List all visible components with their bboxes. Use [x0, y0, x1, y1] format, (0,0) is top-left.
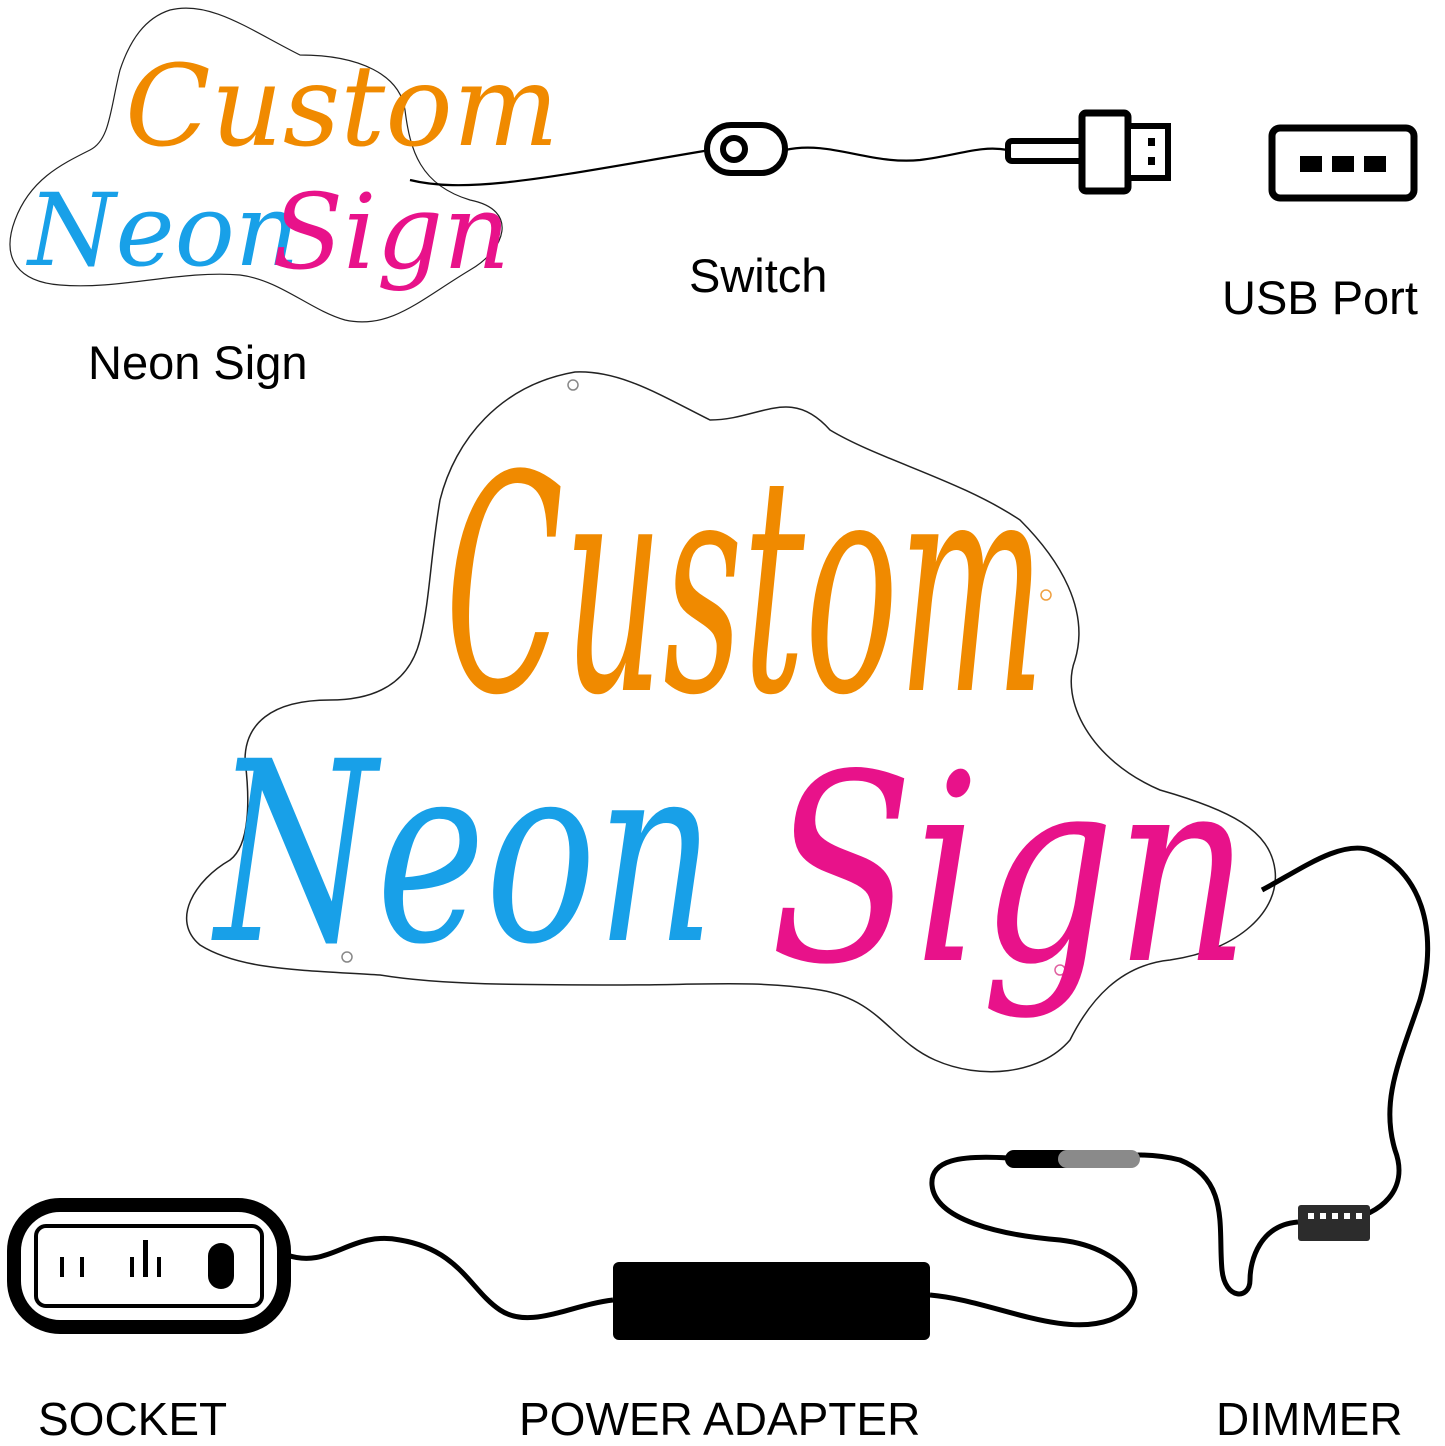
- top-cable: [409, 146, 1009, 187]
- power-adapter-icon: [613, 1262, 930, 1340]
- large-sign-word-neon: Neon: [211, 708, 715, 999]
- switch-label: Switch: [689, 249, 828, 302]
- switch-icon: [704, 122, 788, 176]
- socket-to-adapter-cable: [286, 1235, 614, 1321]
- small-sign-word-sign: Sign: [272, 171, 510, 293]
- mount-hole: [341, 951, 353, 963]
- neon-sign-label: Neon Sign: [88, 336, 308, 389]
- small-neon-sign: Custom Neon Sign: [9, 7, 559, 323]
- dimmer-icon: [1298, 1205, 1370, 1241]
- usb-port-label: USB Port: [1222, 271, 1418, 324]
- dimmer-label: DIMMER: [1216, 1393, 1403, 1445]
- sign-to-dimmer-cable: [1260, 845, 1431, 1223]
- small-sign-backing: [9, 7, 503, 323]
- mount-hole: [1054, 964, 1066, 976]
- large-sign-backing: [185, 371, 1277, 1073]
- socket-icon: [7, 1198, 291, 1334]
- large-sign-word-sign: Sign: [770, 720, 1250, 1022]
- adapter-to-dimmer-cable: [929, 1154, 1138, 1328]
- large-sign-word-custom: Custom: [445, 412, 1045, 761]
- small-sign-word-neon: Neon: [26, 172, 299, 289]
- large-neon-sign: Custom Neon Sign: [185, 371, 1277, 1073]
- mount-hole: [1040, 589, 1052, 601]
- usb-port-icon: [1268, 124, 1418, 202]
- mount-hole: [567, 379, 579, 391]
- usb-plug-icon: [1005, 109, 1171, 195]
- power-adapter-label: POWER ADAPTER: [519, 1393, 921, 1445]
- small-sign-word-custom: Custom: [125, 42, 559, 172]
- dimmer-cable: [1074, 1152, 1299, 1297]
- socket-label: SOCKET: [38, 1393, 228, 1445]
- dimmer-plug-icon: [1005, 1150, 1140, 1168]
